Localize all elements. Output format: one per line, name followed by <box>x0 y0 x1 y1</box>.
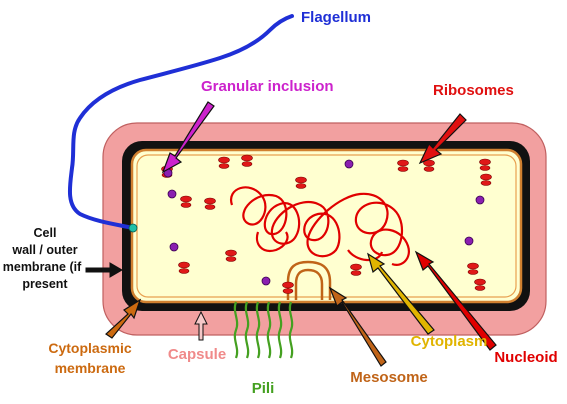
cytoplasmic-membrane-arrow <box>105 298 142 339</box>
cytoplasm-label: Cytoplasm <box>411 333 488 350</box>
mesosome-label: Mesosome <box>350 369 428 386</box>
mesosome <box>286 260 332 300</box>
cytoplasmic-membrane-label-line2: membrane <box>55 360 126 376</box>
ribosomes-label: Ribosomes <box>433 82 514 99</box>
capsule-label: Capsule <box>168 346 226 363</box>
pili <box>233 301 294 359</box>
granular-inclusion-arrow <box>161 101 215 174</box>
granular-inclusions <box>163 159 485 286</box>
basal-body <box>128 223 138 233</box>
flagellum-label: Flagellum <box>301 9 371 26</box>
capsule-arrow <box>194 310 208 341</box>
cytoplasm <box>130 148 523 304</box>
cell-wall-label-line2: wall / outer <box>11 243 77 257</box>
cell-wall-label-line1: Cell <box>34 226 57 240</box>
flagellum <box>67 14 294 230</box>
granular-inclusion-label: Granular inclusion <box>201 78 334 95</box>
ribosomes-arrow <box>418 113 467 165</box>
cell-wall-label-line3: membrane (if <box>3 260 82 274</box>
cytoplasm-arrow <box>367 252 435 335</box>
nucleoid <box>229 186 410 266</box>
cytoplasmic-membrane <box>136 154 517 298</box>
cell-wall-arrow <box>85 262 123 278</box>
mesosome-arrow <box>328 286 387 367</box>
label-arrows <box>85 101 497 367</box>
nucleoid-label: Nucleoid <box>494 349 557 366</box>
nucleoid-arrow <box>414 250 497 351</box>
pili-label: Pili <box>252 380 275 397</box>
cell-wall-label-line4: present <box>22 277 68 291</box>
cytoplasmic-membrane-label-line1: Cytoplasmic <box>48 340 131 356</box>
